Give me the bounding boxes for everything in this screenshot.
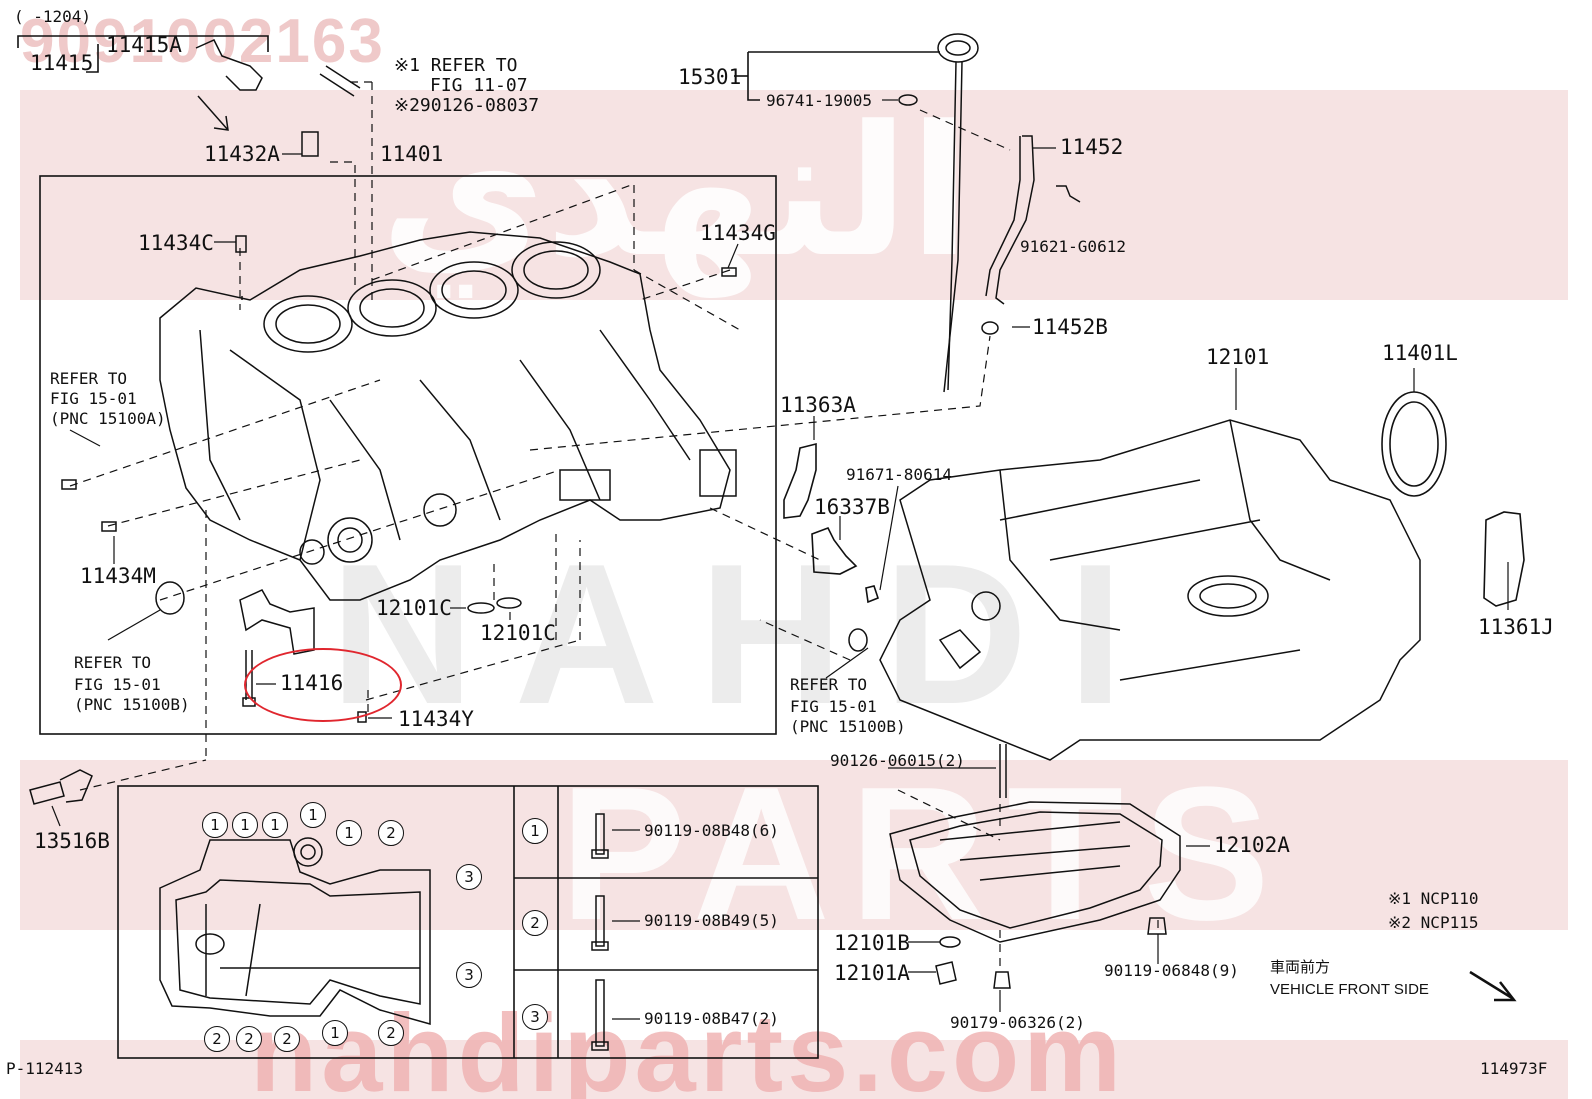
part-15301[interactable]: 15301	[678, 65, 742, 89]
inset-marker: 3	[456, 864, 482, 890]
part-11434M[interactable]: 11434M	[80, 564, 156, 588]
refer-right-b-2: FIG 15-01	[790, 697, 877, 716]
highlight-ellipse	[244, 648, 402, 722]
part-11452B[interactable]: 11452B	[1032, 315, 1108, 339]
part-11416[interactable]: 11416	[280, 671, 344, 695]
part-11432A[interactable]: 11432A	[204, 142, 280, 166]
note-ncp115: ※2 NCP115	[1388, 913, 1479, 932]
part-16337B[interactable]: 16337B	[814, 495, 890, 519]
refer-left-b-2: FIG 15-01	[74, 675, 161, 694]
part-13516B[interactable]: 13516B	[34, 829, 110, 853]
inset-marker: 2	[378, 820, 404, 846]
part-90119-06848[interactable]: 90119-06848(9)	[1104, 961, 1239, 980]
refer-fig1107-line2: FIG 11-07	[430, 75, 528, 96]
part-12102A[interactable]: 12102A	[1214, 833, 1290, 857]
part-11415A[interactable]: 11415A	[106, 33, 182, 57]
part-11434C[interactable]: 11434C	[138, 231, 214, 255]
direction-en: VEHICLE FRONT SIDE	[1270, 981, 1429, 998]
inset-marker: 1	[300, 802, 326, 828]
oil-pan-upper-icon	[848, 419, 1421, 761]
inset-marker: 2	[274, 1026, 300, 1052]
part-11401L[interactable]: 11401L	[1382, 341, 1458, 365]
part-11401[interactable]: 11401	[380, 142, 444, 166]
refer-left-a-1: REFER TO	[50, 369, 128, 388]
inset-marker: 1	[336, 820, 362, 846]
refer-left-a-2: FIG 15-01	[50, 389, 137, 408]
part-12101A[interactable]: 12101A	[834, 961, 910, 985]
table-bolt-1[interactable]: 90119-08B48(6)	[644, 821, 779, 840]
part-11363A[interactable]: 11363A	[780, 393, 856, 417]
part-91671-80614[interactable]: 91671-80614	[846, 465, 952, 484]
part-90179-06326[interactable]: 90179-06326(2)	[950, 1013, 1085, 1032]
part-11415[interactable]: 11415	[30, 51, 94, 75]
engine-block-icon	[159, 231, 737, 601]
part-11434Y[interactable]: 11434Y	[398, 707, 474, 731]
part-12101C-a[interactable]: 12101C	[376, 596, 452, 620]
block-frame	[39, 175, 777, 735]
part-12101[interactable]: 12101	[1206, 345, 1270, 369]
inset-marker: 1	[322, 1020, 348, 1046]
part-11452[interactable]: 11452	[1060, 135, 1124, 159]
part-11361J[interactable]: 11361J	[1478, 615, 1554, 639]
refer-left-a-3: (PNC 15100A)	[50, 409, 166, 428]
page-code: P-112413	[6, 1059, 84, 1078]
table-bolt-3[interactable]: 90119-08B47(2)	[644, 1009, 779, 1028]
refer-left-b-1: REFER TO	[74, 653, 152, 672]
part-12101B[interactable]: 12101B	[834, 931, 910, 955]
refer-right-b-3: (PNC 15100B)	[790, 717, 906, 736]
table-key-3: 3	[522, 1004, 548, 1030]
inset-marker: 1	[262, 812, 288, 838]
inset-marker: 2	[378, 1020, 404, 1046]
part-91621-G0612[interactable]: 91621-G0612	[1020, 237, 1126, 256]
inset-marker: 2	[204, 1026, 230, 1052]
refer-right-b-1: REFER TO	[790, 675, 868, 694]
figure-code: 114973F	[1480, 1059, 1548, 1078]
part-96741-19005[interactable]: 96741-19005	[766, 91, 872, 110]
inset-marker: 3	[456, 962, 482, 988]
inset-marker: 2	[236, 1026, 262, 1052]
part-12101C-b[interactable]: 12101C	[480, 621, 556, 645]
refer-fig1107-line1: ※1 REFER TO	[394, 55, 518, 76]
table-key-2: 2	[522, 910, 548, 936]
part-90126-06015[interactable]: 90126-06015(2)	[830, 751, 965, 770]
note-ncp110: ※1 NCP110	[1388, 889, 1479, 908]
refer-left-b-3: (PNC 15100B)	[74, 695, 190, 714]
inset-marker: 1	[202, 812, 228, 838]
direction-jp: 車両前方	[1270, 959, 1331, 976]
refer-fig1107-line3: ※290126-08037	[394, 95, 540, 116]
table-key-1: 1	[522, 818, 548, 844]
inset-frame	[117, 785, 819, 1059]
oil-pan-lower-icon	[889, 744, 1517, 1002]
part-11434G[interactable]: 11434G	[700, 221, 776, 245]
date-range: ( -1204)	[14, 7, 92, 26]
inset-marker: 1	[232, 812, 258, 838]
table-bolt-2[interactable]: 90119-08B49(5)	[644, 911, 779, 930]
